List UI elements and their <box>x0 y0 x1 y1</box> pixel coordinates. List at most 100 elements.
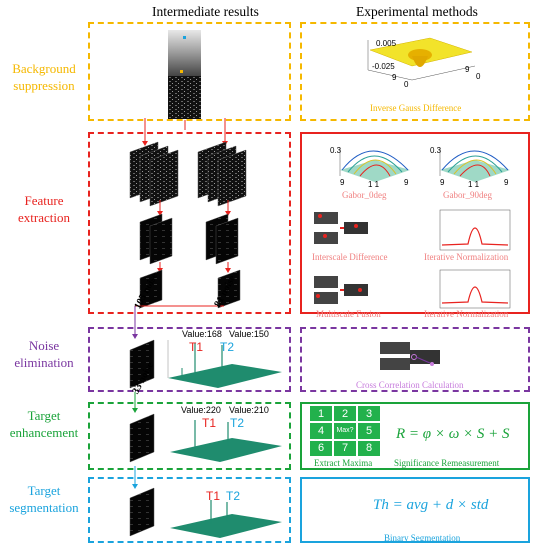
iterative-normalization-curve <box>439 269 511 309</box>
stage-label-line: suppression <box>13 78 75 93</box>
threshold-formula: Th = avg + d × std <box>373 497 489 513</box>
stage-label-noise: Noise elimination <box>0 337 88 371</box>
maxima-grid: 1 2 3 4 Max? 5 6 7 8 <box>310 406 380 456</box>
gabor-0deg-surface <box>339 148 410 182</box>
enh-surface <box>170 438 282 462</box>
cross-correlation-grid <box>380 342 440 370</box>
maxima-cell: 1 <box>310 406 332 422</box>
significance-formula: R = φ × ω × S + S <box>396 426 510 442</box>
gabor0-x1: 9 <box>340 178 345 187</box>
gabor0-x3: 9 <box>404 178 409 187</box>
seg-method-box <box>300 477 530 543</box>
maxima-cell: 4 <box>310 423 332 439</box>
noise-results-box <box>88 327 291 392</box>
enh-results-box <box>88 402 291 470</box>
seg-surface <box>170 514 282 538</box>
interscale-grid <box>314 212 368 244</box>
enh-t2-label: T2 <box>230 416 245 430</box>
noise-method-box <box>300 327 530 392</box>
bg-dots <box>183 36 186 39</box>
noise-image <box>129 339 155 389</box>
header-experimental-methods: Experimental methods <box>356 4 478 19</box>
multiscale-fusion-grid <box>314 276 368 304</box>
iterative-normalization-curve <box>439 209 511 251</box>
iternorm-caption-2: Iterative Normalization <box>424 309 509 319</box>
stage-label-line: enhancement <box>9 425 79 440</box>
enh-value-1: Value:220 <box>181 405 221 415</box>
seg-t2-label: T2 <box>226 489 241 503</box>
inverse-gauss-surface <box>367 37 476 81</box>
stage-label-line: Feature <box>24 193 64 208</box>
gauss-x-left: 9 <box>392 73 397 82</box>
feature-result-right <box>217 269 241 309</box>
seg-results-box <box>88 477 291 543</box>
gabor90-x1: 9 <box>440 178 445 187</box>
feature-result-left <box>139 269 163 309</box>
gauss-x-mid: 0 <box>404 80 409 89</box>
maxima-cell: 3 <box>358 406 380 422</box>
arrow-head <box>132 484 138 489</box>
maxima-cell-center: Max? <box>334 423 356 439</box>
maxima-cell: 2 <box>334 406 356 422</box>
significance-caption: Significance Remeasurement <box>394 458 500 468</box>
stage-label-line: Noise <box>28 338 60 353</box>
maxima-cell: 7 <box>334 440 356 456</box>
feature-results-box <box>88 132 291 314</box>
stage-label-feature: Feature extraction <box>0 192 88 226</box>
gabor-90deg-surface <box>439 148 510 182</box>
feature-stack-left-top <box>129 141 179 207</box>
noise-t2-label: T2 <box>220 340 235 354</box>
feature-stack-left-mid <box>139 213 173 265</box>
feature-stack-right-mid <box>205 213 239 265</box>
gauss-y-zero: 0 <box>476 72 481 81</box>
extract-maxima-caption: Extract Maxima <box>314 458 373 468</box>
binary-segmentation-caption: Binary Segmentation <box>384 533 461 543</box>
arrow-head <box>225 211 231 216</box>
arrow-head <box>157 211 163 216</box>
gabor90-z: 0.3 <box>430 146 442 155</box>
cross-correlation-caption: Cross Correlation Calculation <box>356 380 464 390</box>
gauss-z-bottom: -0.025 <box>372 62 395 71</box>
enh-method-box <box>300 402 530 470</box>
arrow-head <box>132 334 138 339</box>
maxima-cell: 5 <box>358 423 380 439</box>
gauss-z-top: 0.005 <box>376 39 397 48</box>
enh-value-2: Value:210 <box>229 405 269 415</box>
stage-label-segmentation: Target segmentation <box>0 482 88 516</box>
bg-dots <box>180 70 183 73</box>
noise-t1-label: T1 <box>189 340 204 354</box>
feature-method-box <box>300 132 530 314</box>
gabor90-x2: 1 1 <box>468 180 480 189</box>
stage-label-line: segmentation <box>9 500 79 515</box>
arrow-head <box>132 408 138 413</box>
interscale-caption: Interscale Difference <box>312 252 388 262</box>
stage-label-line: Target <box>27 408 61 423</box>
background-method-box <box>300 22 530 121</box>
fusion-caption: Multiscale Fusion <box>316 309 381 319</box>
noise-value-1: Value:168 <box>182 329 222 339</box>
gabor90-x3: 9 <box>504 178 509 187</box>
arrow-head <box>225 268 231 273</box>
stage-label-line: Background <box>12 61 76 76</box>
background-results-box <box>88 22 291 121</box>
stage-label-background: Background suppression <box>0 60 88 94</box>
enh-image <box>129 413 155 463</box>
stage-label-enhancement: Target enhancement <box>0 407 88 441</box>
enh-t1-label: T1 <box>202 416 217 430</box>
stage-label-line: Target <box>27 483 61 498</box>
bg-result-image <box>168 76 201 119</box>
gabor0-z: 0.3 <box>330 146 342 155</box>
stage-label-line: elimination <box>14 355 74 370</box>
gauss-y-right: 9 <box>465 65 470 74</box>
feature-stack-right-top <box>197 141 247 207</box>
seg-t1-label: T1 <box>206 489 221 503</box>
arrow-head <box>142 141 148 146</box>
gabor0-x2: 1 1 <box>368 180 380 189</box>
gabor90-caption: Gabor_90deg <box>443 190 492 200</box>
noise-surface <box>168 364 282 388</box>
stage-label-line: extraction <box>18 210 70 225</box>
gabor0-caption: Gabor_0deg <box>342 190 387 200</box>
noise-value-2: Value:150 <box>229 329 269 339</box>
iternorm-caption-1: Iterative Normalization <box>424 252 509 262</box>
